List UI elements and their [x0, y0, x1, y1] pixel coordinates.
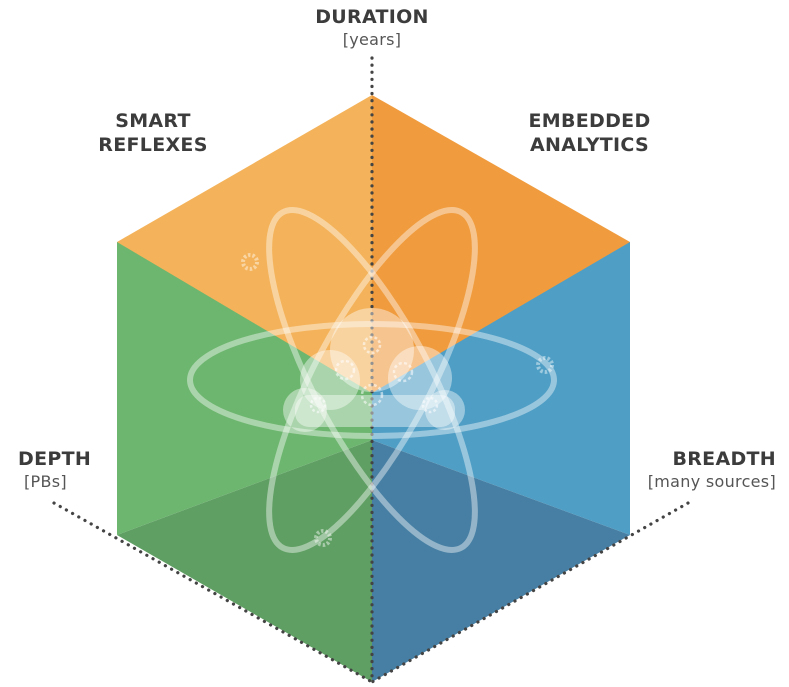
depth-label: DEPTH [PBs] — [18, 448, 108, 492]
smart-reflexes-label: SMART REFLEXES — [98, 110, 208, 158]
smart-reflexes-line2: REFLEXES — [98, 133, 208, 156]
depth-axis — [52, 501, 374, 684]
gear-cloud-detail — [309, 335, 439, 414]
depth-title: DEPTH — [18, 448, 92, 470]
smart-reflexes-line1: SMART — [115, 110, 191, 132]
left-lower-face — [117, 440, 372, 682]
breadth-unit: [many sources] — [647, 471, 776, 491]
duration-unit: [years] — [342, 29, 402, 49]
embedded-analytics-line2: ANALYTICS — [530, 133, 649, 156]
right-upper-face — [372, 242, 630, 535]
depth-unit: [PBs] — [24, 471, 67, 491]
right-lower-face — [372, 440, 630, 682]
left-upper-face — [117, 242, 372, 535]
breadth-label: BREADTH [many sources] — [608, 448, 776, 492]
breadth-title: BREADTH — [672, 448, 776, 470]
top-left-face — [117, 95, 372, 393]
embedded-analytics-line1: EMBEDDED — [528, 110, 651, 132]
duration-label: DURATION [years] — [300, 6, 444, 50]
duration-title: DURATION — [315, 6, 429, 28]
top-right-face — [372, 95, 630, 393]
embedded-analytics-label: EMBEDDED ANALYTICS — [522, 110, 657, 158]
gear-icon — [241, 253, 554, 547]
